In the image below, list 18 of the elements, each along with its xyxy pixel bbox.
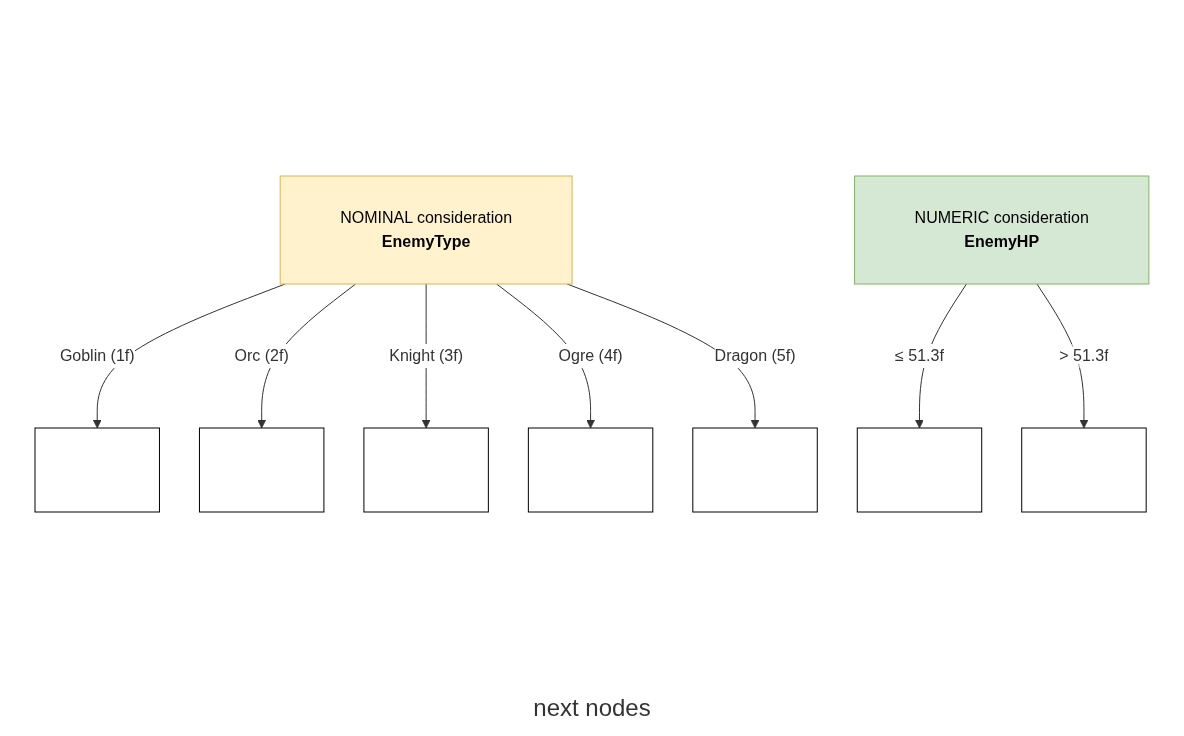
edge-label: > 51.3f: [1059, 347, 1109, 364]
node-box: [199, 427, 325, 513]
node-box: [692, 427, 818, 513]
arrow: [1036, 283, 1089, 429]
note-text: next nodes: [533, 694, 651, 722]
edge-label: Knight (3f): [389, 347, 464, 364]
node-box: [1021, 427, 1147, 513]
node-box: NOMINAL consideration EnemyType: [279, 175, 573, 285]
node-box: [363, 427, 489, 513]
node-box: NUMERIC consideration EnemyHP: [854, 175, 1150, 285]
edge-label: ≤ 51.3f: [895, 347, 944, 364]
node-box: [34, 427, 160, 513]
edge-label: Goblin (1f): [59, 347, 135, 364]
edge-label: Orc (2f): [234, 347, 289, 364]
node-box: [856, 427, 983, 513]
edge-label: Ogre (4f): [558, 347, 623, 364]
edge-label: Dragon (5f): [714, 347, 796, 364]
node-box: [527, 427, 654, 513]
